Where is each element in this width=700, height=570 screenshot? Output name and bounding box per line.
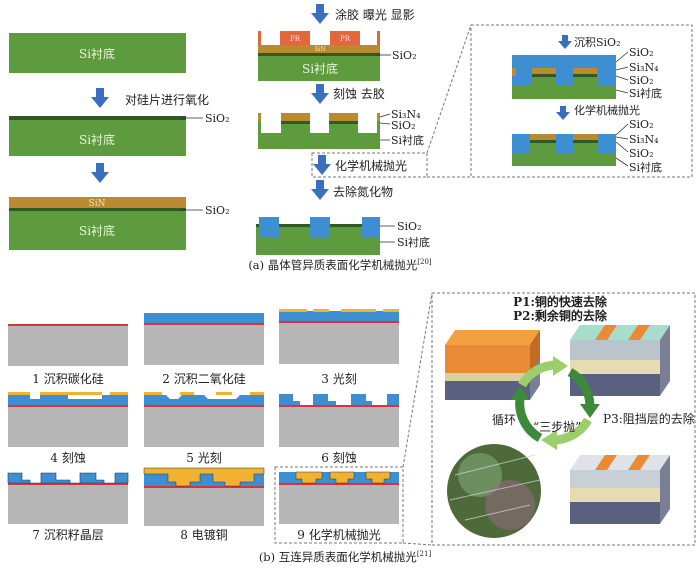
step-deposit-label: 沉积SiO₂: [574, 36, 620, 49]
substrate-label: Si衬底: [302, 61, 338, 76]
step-panel-1: [8, 324, 128, 366]
barrier-removed-block: [570, 455, 670, 524]
caption-b: (b) 互连异质表面化学机械抛光[21]: [259, 550, 432, 564]
copper-lines-block: [570, 325, 670, 396]
down-arrow-icon: [91, 88, 109, 108]
step-label-5: 5 光刻: [186, 451, 221, 465]
substrate-label: Si衬底: [629, 160, 662, 174]
sti-sequence: 涂胶 曝光 显影 PR PR SiN Si衬底 SiO₂ 刻蚀 去胶: [248, 4, 432, 272]
sin-layer: [9, 197, 186, 208]
down-arrow-icon: [311, 180, 329, 200]
step-oxidation-label: 对硅片进行氧化: [125, 93, 209, 107]
step-label-8: 8 电镀铜: [180, 527, 227, 542]
cycle-arrows-icon: [510, 356, 600, 450]
three-step-label: “三步抛”: [533, 419, 581, 434]
step-label-4: 4 刻蚀: [50, 451, 85, 465]
step-cmp-label: 化学机械抛光: [335, 158, 407, 173]
photoresist-block: [330, 31, 360, 45]
step-etch-label: 刻蚀 去胶: [333, 86, 385, 101]
sio2-label: SiO₂: [629, 147, 653, 160]
step-label-3: 3 光刻: [321, 372, 356, 386]
step-label-1: 1 沉积碳化硅: [32, 372, 103, 386]
three-step-cmp-inset: P1:铜的快速去除 P2:剩余铜的去除: [402, 292, 696, 546]
final-sti-structure: [256, 217, 380, 255]
si-substrate-3: [9, 211, 186, 250]
sio2-layer: [9, 116, 186, 120]
p1-label: P1:铜的快速去除: [513, 294, 608, 309]
down-arrow-icon: [311, 4, 329, 24]
si3n4-label: Si₃N₄: [629, 61, 659, 74]
sio2-label: SiO₂: [629, 46, 653, 59]
substrate-label: Si衬底: [79, 46, 115, 61]
down-arrow-icon: [91, 163, 109, 183]
damascene-steps: 1 沉积碳化硅 2 沉积二氧化硅 3 光刻 4 刻蚀 5 光刻 6 刻蚀: [7, 309, 432, 564]
step-cmp-label: 化学机械抛光: [574, 103, 640, 117]
substrate-label: Si衬底: [79, 223, 115, 238]
substrate-label: Si衬底: [391, 133, 424, 147]
sio2-label: SiO₂: [629, 118, 653, 131]
step-panel-2: [144, 313, 264, 365]
step-panel-7: [7, 472, 129, 524]
step-coat-label: 涂胶 曝光 显影: [335, 7, 415, 22]
sio2-label: SiO₂: [629, 74, 653, 87]
step-panel-8: [143, 467, 265, 526]
sio2-label: SiO₂: [391, 119, 415, 132]
cycle-label: 循环: [492, 413, 516, 427]
step-panel-4: [8, 392, 128, 447]
cmp-step-highlight: [311, 152, 428, 178]
cmp-detail-inset: 沉积SiO₂ SiO₂ Si₃N₄ SiO₂ Si衬底 化学机械抛光 SiO₂ …: [426, 24, 693, 178]
sin-label: SiN: [89, 199, 106, 209]
pr-label: PR: [290, 35, 301, 43]
step-panel-5: [144, 392, 264, 447]
cmp-step-highlight: [274, 466, 404, 544]
sio2-label: SiO₂: [205, 112, 229, 125]
substrate-label: Si衬底: [397, 235, 430, 249]
si-substrate-2: [9, 120, 186, 156]
down-arrow-icon: [558, 35, 572, 49]
substrate-label: Si衬底: [629, 86, 662, 100]
substrate-label: Si衬底: [79, 132, 115, 147]
step-label-2: 2 沉积二氧化硅: [162, 372, 245, 386]
caption-a: (a) 晶体管异质表面化学机械抛光[20]: [248, 258, 432, 272]
deposited-structure: [512, 55, 616, 99]
step-panel-9: [279, 471, 399, 524]
down-arrow-icon: [311, 84, 329, 104]
photoresist-block: [280, 31, 310, 45]
step-panel-6: [279, 394, 399, 447]
sio2-label: SiO₂: [392, 49, 416, 62]
step-label-7: 7 沉积籽晶层: [32, 528, 103, 542]
wafer-image: [447, 444, 541, 538]
si3n4-label: Si₃N₄: [391, 108, 421, 121]
oxidation-sequence: Si衬底 对硅片进行氧化 Si衬底 SiO₂ SiN Si衬底 SiO₂: [9, 33, 229, 250]
polished-structure: [512, 134, 616, 166]
pr-label: PR: [340, 35, 351, 43]
step-label-6: 6 刻蚀: [321, 451, 356, 465]
copper-overburden-block: [445, 330, 540, 400]
down-arrow-icon: [556, 106, 570, 120]
step-remove-nitride-label: 去除氮化物: [333, 184, 393, 199]
step-panel-3: [279, 309, 399, 364]
p2-label: P2:剩余铜的去除: [513, 308, 608, 323]
step-label-9: 9 化学机械抛光: [297, 527, 380, 542]
down-arrow-icon: [313, 155, 331, 175]
si-substrate-1: [9, 33, 186, 73]
sio2-label: SiO₂: [397, 220, 421, 233]
etched-structure: [258, 113, 380, 149]
p3-label: P3:阻挡层的去除: [603, 411, 695, 426]
sin-label: SiN: [314, 46, 325, 53]
si3n4-label: Si₃N₄: [629, 133, 659, 146]
sio2-label: SiO₂: [205, 204, 229, 217]
